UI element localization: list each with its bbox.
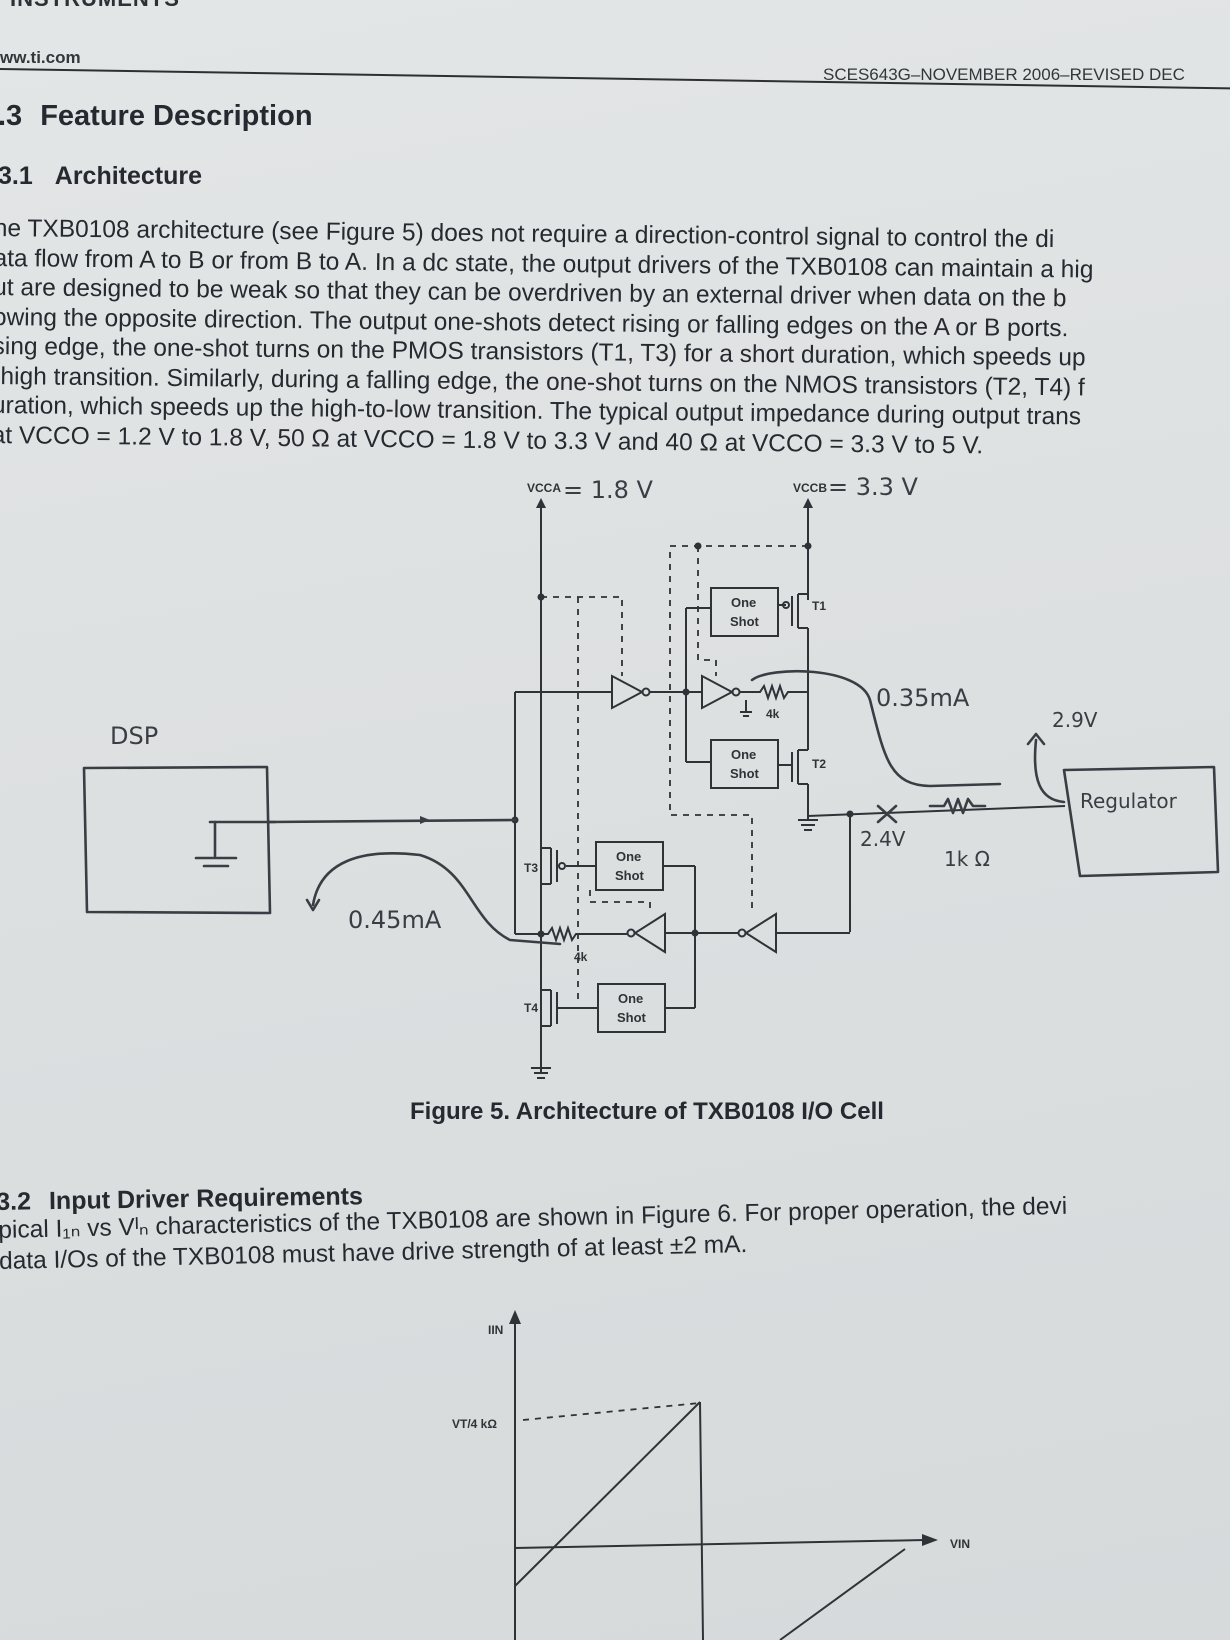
vccb-handwritten-value: = 3.3 V [828, 473, 919, 501]
one-shot-t4: One Shot [597, 983, 666, 1033]
subsection-number: 3.1 [0, 162, 33, 190]
resistor-4k-label: 4k [574, 950, 588, 964]
one-shot-line1: One [618, 991, 643, 1006]
level-label: VT/4 kΩ [452, 1417, 497, 1431]
dsp-label: DSP [110, 722, 158, 750]
t2-label: T2 [812, 757, 826, 771]
current-a-label: 0.45mA [348, 906, 442, 934]
resistor-4k-b: 4k [740, 682, 808, 721]
transistor-t1: T1 [782, 546, 826, 740]
t4-label: T4 [524, 1001, 538, 1015]
figure-caption: Figure 5. Architecture of TXB0108 I/O Ce… [410, 1098, 884, 1125]
section-title: Feature Description [40, 100, 313, 132]
regulator-box: Regulator [1062, 765, 1220, 878]
resistor-1k-label: 1k Ω [944, 847, 990, 871]
one-shot-line1: One [731, 747, 756, 762]
document-id: SCES643G–NOVEMBER 2006–REVISED DEC [823, 65, 1185, 84]
one-shot-t1: One Shot [710, 587, 779, 637]
subsection-title: Architecture [54, 162, 203, 190]
one-shot-line1: One [731, 595, 756, 610]
buffer-b-to-a-1 [737, 912, 777, 954]
one-shot-line2: Shot [730, 766, 760, 781]
buffer-b-to-a-2 [626, 912, 666, 954]
resistor-1k: 1k Ω [928, 797, 990, 871]
section-heading: .3 Feature Description [0, 100, 313, 133]
one-shot-line2: Shot [730, 614, 760, 629]
buffer-a-to-b-1 [611, 674, 651, 710]
one-shot-line2: Shot [615, 868, 645, 883]
company-name: INSTRUMENTS [10, 0, 180, 12]
regulator-voltage-label: 2.9V [1052, 708, 1098, 732]
t3-label: T3 [524, 861, 538, 875]
iin-vin-graph: IIN VIN VT/4 kΩ [452, 1310, 970, 1640]
resistor-4k-label: 4k [766, 707, 780, 721]
current-b-label: 0.35mA [876, 684, 970, 712]
transistor-t3: T3 [524, 597, 566, 938]
regulator-label: Regulator [1080, 789, 1178, 813]
one-shot-t2: One Shot [710, 739, 779, 789]
subsection-heading: 3.1 Architecture [0, 162, 202, 191]
buffer-a-to-b-2 [701, 674, 741, 710]
transistor-t2: T2 [791, 740, 826, 831]
t1-label: T1 [812, 599, 826, 613]
one-shot-t3: One Shot [595, 841, 664, 891]
vcca-label: VCCA [527, 481, 561, 495]
x-axis-label: VIN [950, 1537, 970, 1551]
subsection2-number: 3.2 [0, 1187, 32, 1216]
vcca-handwritten-value: = 1.8 V [563, 476, 654, 504]
dsp-box: DSP [82, 722, 277, 915]
current-path-b [750, 669, 1002, 788]
one-shot-line2: Shot [617, 1010, 647, 1025]
y-axis-label: IIN [488, 1323, 503, 1337]
node-voltage-label: 2.4V [860, 827, 906, 851]
vccb-label: VCCB [793, 481, 827, 495]
resistor-4k-a: 4k [515, 924, 627, 964]
website-link[interactable]: ww.ti.com [0, 48, 81, 67]
section-number: .3 [0, 100, 23, 132]
one-shot-line1: One [616, 849, 641, 864]
current-path-a [311, 851, 562, 946]
